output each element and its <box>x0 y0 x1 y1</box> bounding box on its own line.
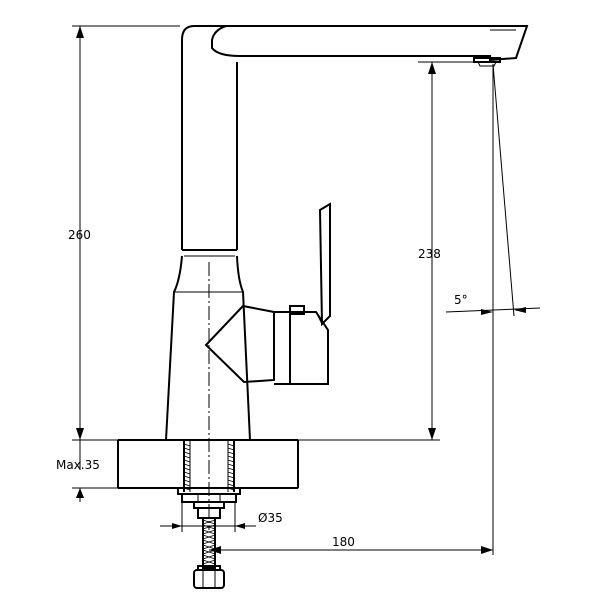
dimension-total-height: 260 <box>68 25 180 441</box>
countertop-section <box>117 439 299 489</box>
spray-angle-line <box>492 63 515 317</box>
dimension-spout-angle-label: 5° <box>454 293 468 307</box>
dimension-spout-reach: 180 <box>209 535 493 554</box>
dimension-mount-hole-label: Ø35 <box>258 511 283 525</box>
threaded-shank <box>183 440 235 492</box>
dimension-deck-thickness-label: Max.35 <box>56 458 100 472</box>
dimension-total-height-label: 260 <box>68 228 91 242</box>
dimension-spout-angle: 5° <box>445 293 541 315</box>
dimension-spout-height-label: 238 <box>418 247 441 261</box>
dimension-spout-reach-label: 180 <box>332 535 355 549</box>
dimension-deck-thickness: Max.35 <box>56 440 118 502</box>
dimension-mount-hole: Ø35 <box>160 502 283 532</box>
lever-handle <box>204 202 331 385</box>
faucet-body <box>165 25 251 441</box>
dimension-spout-height: 238 <box>298 61 476 441</box>
faucet-spout <box>194 25 529 67</box>
